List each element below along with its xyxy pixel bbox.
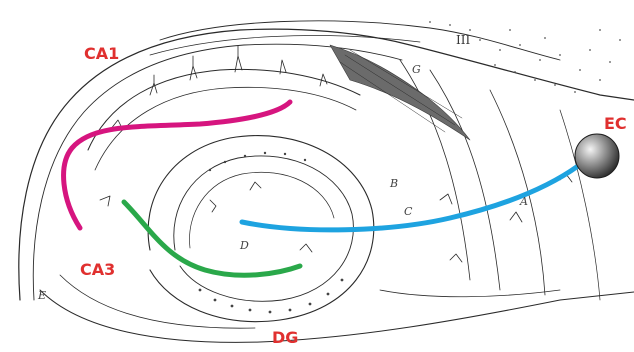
- dg-label: DG: [272, 330, 298, 346]
- sketch-letter-d: D: [240, 240, 249, 251]
- entorhinal-contour-3: [490, 90, 545, 295]
- sketch-letter-c: C: [404, 206, 412, 217]
- ca3-label: CA3: [80, 262, 115, 278]
- sketch-letter-e: E: [38, 290, 46, 301]
- pyramidal-layer: [88, 69, 360, 150]
- granule-dots: [199, 152, 344, 314]
- sketch-letter-a: A: [520, 196, 528, 207]
- entorhinal-contour-2: [430, 70, 500, 290]
- hippocampus-sketch: [19, 21, 634, 343]
- ca1-label: CA1: [84, 46, 119, 62]
- sketch-letter-g: G: [412, 64, 421, 75]
- roman-numeral-label: III: [456, 34, 470, 46]
- ec-label: EC: [604, 116, 627, 132]
- fimbria: [380, 290, 560, 297]
- sketch-letter-b: B: [390, 178, 398, 189]
- alveus-band: [160, 21, 560, 60]
- dentate-granule: [189, 172, 334, 248]
- pathways: [64, 102, 578, 275]
- entorhinal-cortex-node: [575, 134, 619, 178]
